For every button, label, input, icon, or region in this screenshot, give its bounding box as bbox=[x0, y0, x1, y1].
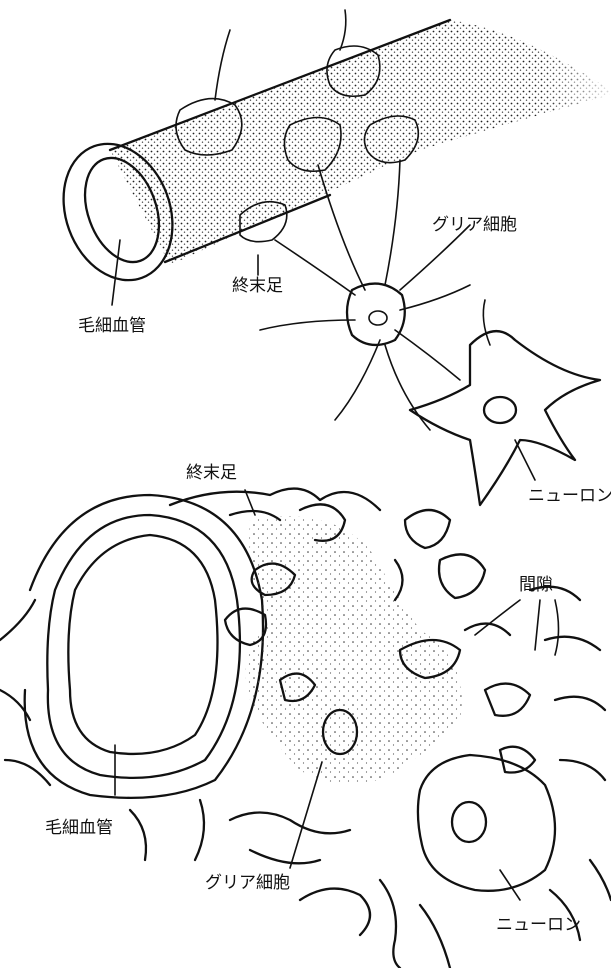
label-gap-bottom: 間隙 bbox=[519, 577, 553, 594]
label-endfoot-top: 終末足 bbox=[232, 278, 283, 295]
neuron-bottom bbox=[418, 755, 555, 891]
label-capillary-bottom: 毛細血管 bbox=[45, 820, 113, 837]
capillary-bottom bbox=[25, 495, 263, 798]
label-endfoot-bottom: 終末足 bbox=[186, 465, 237, 482]
label-glia-top: グリア細胞 bbox=[432, 217, 517, 234]
label-capillary-top: 毛細血管 bbox=[78, 318, 146, 335]
neuron-top bbox=[410, 300, 600, 505]
capillary-tube-top bbox=[45, 0, 611, 296]
leader-lines-top bbox=[112, 225, 535, 480]
label-neuron-bottom: ニューロン bbox=[496, 917, 581, 934]
label-neuron-top: ニューロン bbox=[528, 488, 611, 505]
label-glia-bottom: グリア細胞 bbox=[205, 875, 290, 892]
glia-cell-bottom bbox=[246, 516, 462, 783]
